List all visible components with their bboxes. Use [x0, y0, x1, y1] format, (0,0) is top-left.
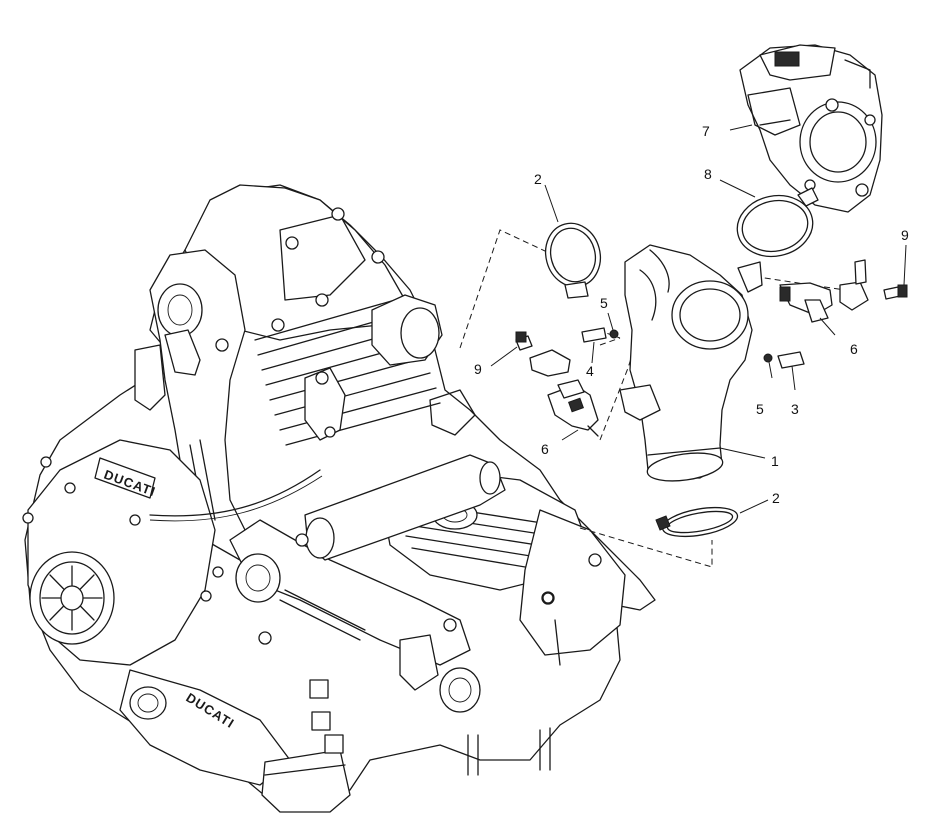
callout-numbers: 7 8 2 9 6 5 9 4 5 3 6 1 2: [474, 123, 909, 506]
callout-7: 7: [702, 123, 710, 139]
callout-1: 1: [771, 453, 779, 469]
callout-5-right: 5: [756, 401, 764, 417]
injector-right: [779, 259, 869, 323]
clamp-lower: [655, 506, 739, 538]
injector-left: [529, 349, 599, 437]
callout-2-top: 2: [534, 171, 542, 187]
callout-9-right: 9: [901, 227, 909, 243]
throttle-body: [739, 44, 883, 213]
clamp-top: [544, 222, 602, 299]
callout-4: 4: [586, 363, 594, 379]
clamp-upper: [736, 187, 819, 258]
leader-lines: [490, 124, 907, 514]
assembly-line-injector-left: [599, 337, 621, 346]
callout-3: 3: [791, 401, 799, 417]
callout-8: 8: [704, 166, 712, 182]
fitting-left: [581, 327, 607, 343]
fitting-right: [777, 351, 805, 369]
callout-2-lower: 2: [772, 490, 780, 506]
hardware: [515, 284, 908, 369]
callout-9-left: 9: [474, 361, 482, 377]
assembly-line-injector-right: [744, 274, 846, 291]
assembly-line-upper: [459, 229, 561, 349]
engine-assembly: DUCATI DUCATI: [22, 184, 656, 813]
callout-5-left: 5: [600, 295, 608, 311]
assembly-line-lower: [579, 527, 713, 568]
callout-6-right: 6: [850, 341, 858, 357]
callout-6-left: 6: [541, 441, 549, 457]
intake-manifold: [619, 244, 763, 482]
